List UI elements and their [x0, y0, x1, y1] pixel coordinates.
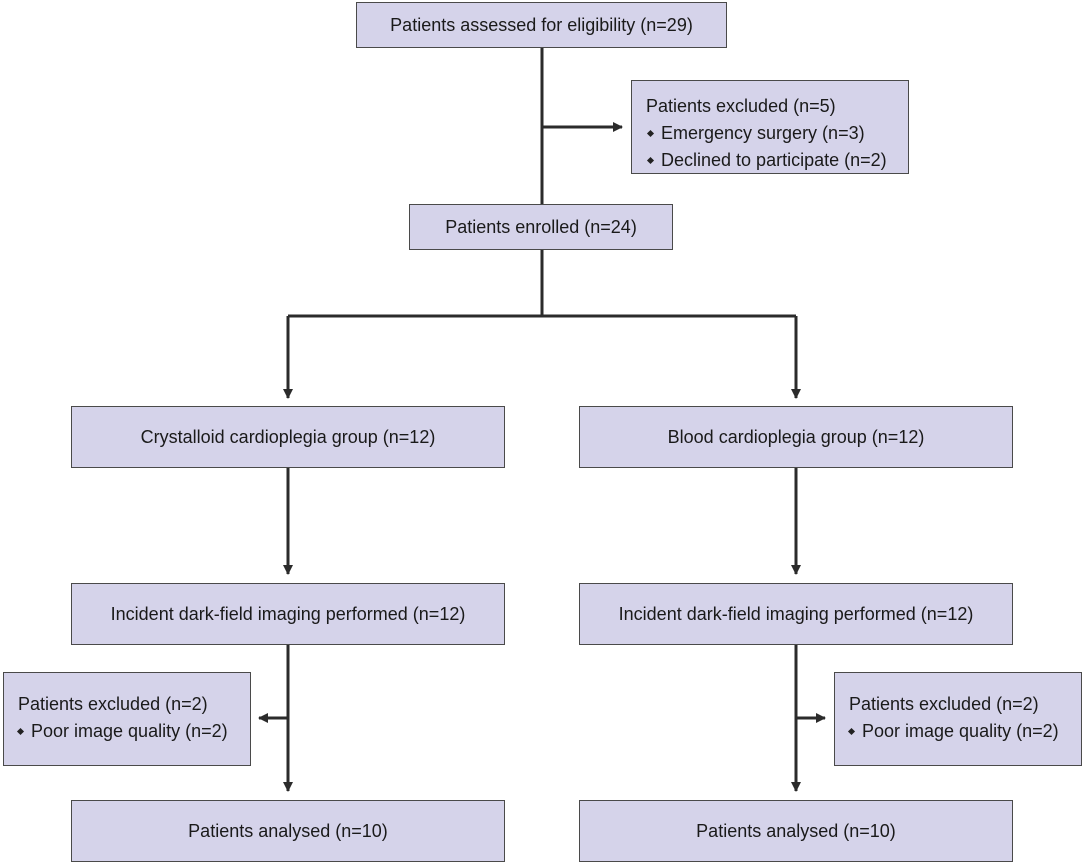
left-excluded-item: Poor image quality (n=2) — [16, 718, 250, 745]
bullet-icon — [646, 129, 655, 138]
right-group-label: Blood cardioplegia group (n=12) — [667, 426, 925, 447]
left-excluded-box: Patients excluded (n=2) Poor image quali… — [3, 672, 251, 766]
right-group-box: Blood cardioplegia group (n=12) — [579, 406, 1013, 468]
left-group-label: Crystalloid cardioplegia group (n=12) — [140, 426, 436, 447]
excluded-top-box: Patients excluded (n=5) Emergency surger… — [631, 80, 909, 174]
left-analysed-label: Patients analysed (n=10) — [188, 820, 388, 841]
left-excluded-title: Patients excluded (n=2) — [18, 694, 208, 714]
right-excluded-item: Poor image quality (n=2) — [847, 718, 1081, 745]
left-analysed-box: Patients analysed (n=10) — [71, 800, 505, 862]
left-imaging-box: Incident dark-field imaging performed (n… — [71, 583, 505, 645]
left-imaging-label: Incident dark-field imaging performed (n… — [110, 603, 466, 624]
right-excluded-box: Patients excluded (n=2) Poor image quali… — [834, 672, 1082, 766]
enrolled-label: Patients enrolled (n=24) — [445, 216, 637, 237]
excluded-top-title: Patients excluded (n=5) — [646, 96, 836, 116]
left-group-box: Crystalloid cardioplegia group (n=12) — [71, 406, 505, 468]
right-analysed-label: Patients analysed (n=10) — [696, 820, 896, 841]
excluded-top-item: Declined to participate (n=2) — [646, 147, 908, 174]
bullet-icon — [646, 156, 655, 165]
bullet-icon — [16, 727, 25, 736]
right-analysed-box: Patients analysed (n=10) — [579, 800, 1013, 862]
assessed-label: Patients assessed for eligibility (n=29) — [390, 14, 693, 35]
excluded-top-item: Emergency surgery (n=3) — [646, 120, 908, 147]
right-excluded-title: Patients excluded (n=2) — [849, 694, 1039, 714]
bullet-icon — [847, 727, 856, 736]
enrolled-box: Patients enrolled (n=24) — [409, 204, 673, 250]
right-imaging-box: Incident dark-field imaging performed (n… — [579, 583, 1013, 645]
assessed-box: Patients assessed for eligibility (n=29) — [356, 2, 727, 48]
right-imaging-label: Incident dark-field imaging performed (n… — [618, 603, 974, 624]
